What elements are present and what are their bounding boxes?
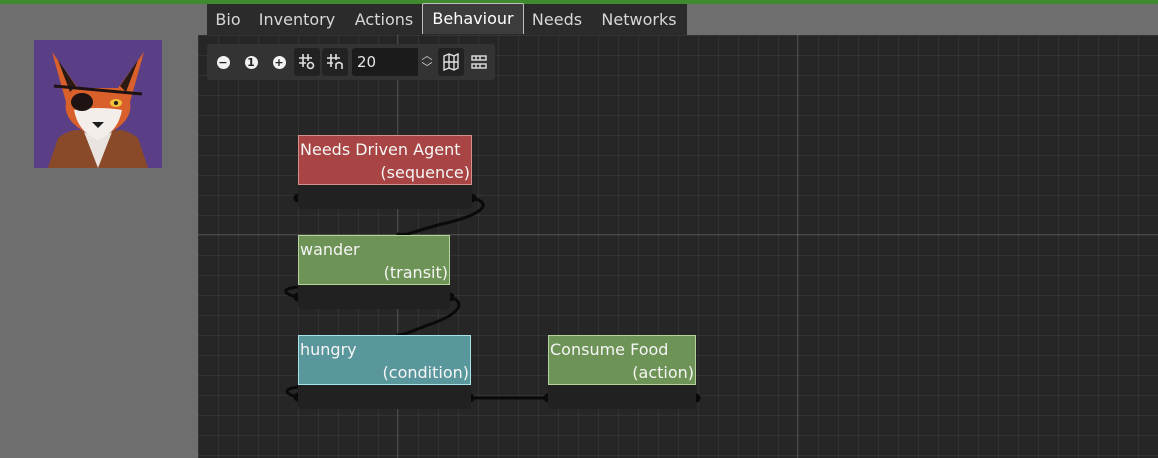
node-type: (sequence) xyxy=(380,163,470,182)
top-accent-bar xyxy=(0,0,1158,4)
tab-bar: Bio Inventory Actions Behaviour Needs Ne… xyxy=(207,3,687,35)
arrange-nodes-icon xyxy=(471,55,487,69)
tab-needs[interactable]: Needs xyxy=(531,10,583,29)
node-type: (transit) xyxy=(383,263,448,282)
node-body xyxy=(298,285,450,309)
snap-distance-button[interactable] xyxy=(322,48,348,76)
node-header: hungry (condition) xyxy=(298,335,471,385)
zoom-in-button[interactable]: + xyxy=(266,48,292,76)
arrange-nodes-button[interactable] xyxy=(466,48,492,76)
minimap-icon xyxy=(443,53,459,71)
grid-snap-icon xyxy=(299,54,315,70)
zoom-reset-button[interactable]: 1 xyxy=(238,48,264,76)
one-circle-icon: 1 xyxy=(244,55,258,69)
snap-distance-spinner[interactable]: ︿ ﹀ xyxy=(419,48,435,76)
node-title: Needs Driven Agent xyxy=(300,140,461,159)
tab-behaviour[interactable]: Behaviour xyxy=(422,3,524,34)
node-body xyxy=(548,385,696,409)
node-title: Consume Food xyxy=(550,340,669,359)
fox-portrait-image xyxy=(34,40,162,168)
minus-circle-icon: − xyxy=(216,55,230,69)
node-consume-food[interactable]: Consume Food (action) xyxy=(548,335,696,409)
node-wander[interactable]: wander (transit) xyxy=(298,235,450,309)
node-body xyxy=(298,385,471,409)
node-header: Consume Food (action) xyxy=(548,335,696,385)
node-needs-driven-agent[interactable]: Needs Driven Agent (sequence) xyxy=(298,135,472,209)
character-portrait xyxy=(34,40,162,168)
node-title: wander xyxy=(300,240,360,259)
zoom-out-button[interactable]: − xyxy=(210,48,236,76)
snap-distance-input[interactable] xyxy=(352,48,418,76)
snap-grid-icon xyxy=(327,54,343,69)
node-hungry[interactable]: hungry (condition) xyxy=(298,335,471,409)
grid-major-line xyxy=(797,35,798,458)
graph-toolbar: − 1 + ︿ ﹀ xyxy=(207,44,495,80)
tab-networks[interactable]: Networks xyxy=(601,10,677,29)
node-type: (action) xyxy=(632,363,694,382)
tab-actions[interactable]: Actions xyxy=(354,10,414,29)
node-header: Needs Driven Agent (sequence) xyxy=(298,135,472,185)
snap-toggle-button[interactable] xyxy=(294,48,320,76)
grid-major-line xyxy=(198,234,1158,235)
chevron-up-icon[interactable]: ︿ xyxy=(421,49,433,62)
plus-circle-icon: + xyxy=(272,55,286,69)
behaviour-graph-editor[interactable]: − 1 + ︿ ﹀ xyxy=(198,35,1158,458)
node-type: (condition) xyxy=(382,363,469,382)
node-header: wander (transit) xyxy=(298,235,450,285)
chevron-down-icon[interactable]: ﹀ xyxy=(421,61,433,74)
node-body xyxy=(298,185,472,209)
node-title: hungry xyxy=(300,340,357,359)
minimap-toggle-button[interactable] xyxy=(438,48,464,76)
tab-inventory[interactable]: Inventory xyxy=(258,10,336,29)
tab-bio[interactable]: Bio xyxy=(215,10,241,29)
